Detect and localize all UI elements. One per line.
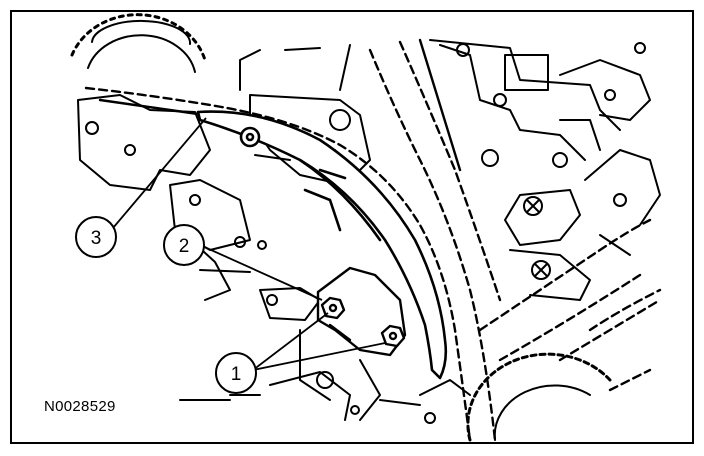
crank-sprocket: [419, 352, 612, 442]
upper-left-sprocket: [70, 13, 207, 73]
callout-3: 3: [75, 216, 117, 258]
callout-2: 2: [163, 224, 205, 266]
callout-3-label: 3: [91, 228, 102, 249]
callout-1-label: 1: [231, 364, 242, 385]
timing-chain: [84, 38, 662, 442]
callout-2-label: 2: [179, 236, 190, 257]
figure-frame: [10, 10, 694, 444]
callout-1: 1: [215, 352, 257, 394]
engine-block-right: [429, 39, 661, 301]
tensioner-bolts: [320, 296, 406, 348]
tensioner-arm: [196, 110, 448, 380]
figure-id: N0028529: [44, 398, 116, 415]
leader-lines: [112, 117, 386, 371]
